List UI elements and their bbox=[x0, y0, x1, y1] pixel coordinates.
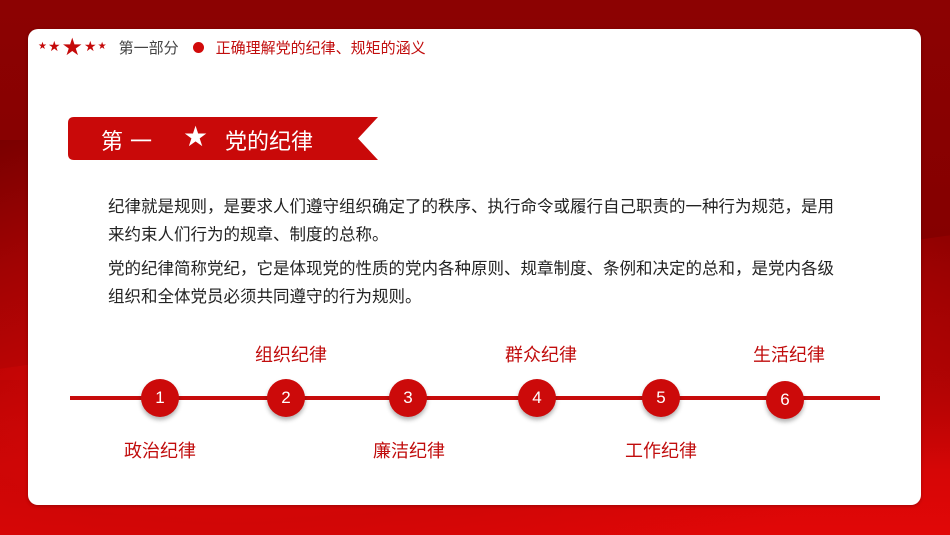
timeline-label-2: 组织纪律 bbox=[255, 345, 327, 366]
section-label: 第一部分 bbox=[118, 38, 179, 57]
timeline-label-5: 工作纪律 bbox=[625, 441, 697, 462]
timeline-label-3: 廉洁纪律 bbox=[373, 441, 445, 462]
timeline-node-2: 2 bbox=[267, 379, 305, 417]
timeline-node-4: 4 bbox=[518, 379, 556, 417]
timeline-label-1: 政治纪律 bbox=[124, 441, 196, 462]
section-header: ★★★★★ 第一部分 正确理解党的纪律、规矩的涵义 bbox=[38, 34, 426, 60]
section-title: 正确理解党的纪律、规矩的涵义 bbox=[215, 38, 426, 57]
timeline-line bbox=[70, 396, 880, 400]
timeline-label-4: 群众纪律 bbox=[505, 345, 577, 366]
stars-icon: ★★★★★ bbox=[38, 33, 107, 61]
star-icon: ★ bbox=[183, 120, 209, 153]
timeline-node-6: 6 bbox=[766, 381, 804, 419]
chapter-ribbon: 第 一 ★ 党的纪律 bbox=[68, 117, 378, 160]
ribbon-shape bbox=[68, 117, 378, 160]
timeline-label-6: 生活纪律 bbox=[753, 345, 825, 366]
bullet-dot-icon bbox=[192, 41, 204, 53]
party-discipline-paragraph: 党的纪律简称党纪，它是体现党的性质的党内各种原则、规章制度、条例和决定的总和，是… bbox=[108, 259, 834, 306]
timeline-node-5: 5 bbox=[642, 379, 680, 417]
timeline-node-1: 1 bbox=[141, 379, 179, 417]
timeline-node-3: 3 bbox=[389, 379, 427, 417]
definition-paragraph: 纪律就是规则，是要求人们遵守组织确定了的秩序、执行命令或履行自己职责的一种行为规… bbox=[108, 197, 834, 244]
chapter-number: 第 一 bbox=[101, 130, 152, 155]
chapter-title: 党的纪律 bbox=[225, 130, 314, 155]
content-card bbox=[28, 29, 921, 505]
